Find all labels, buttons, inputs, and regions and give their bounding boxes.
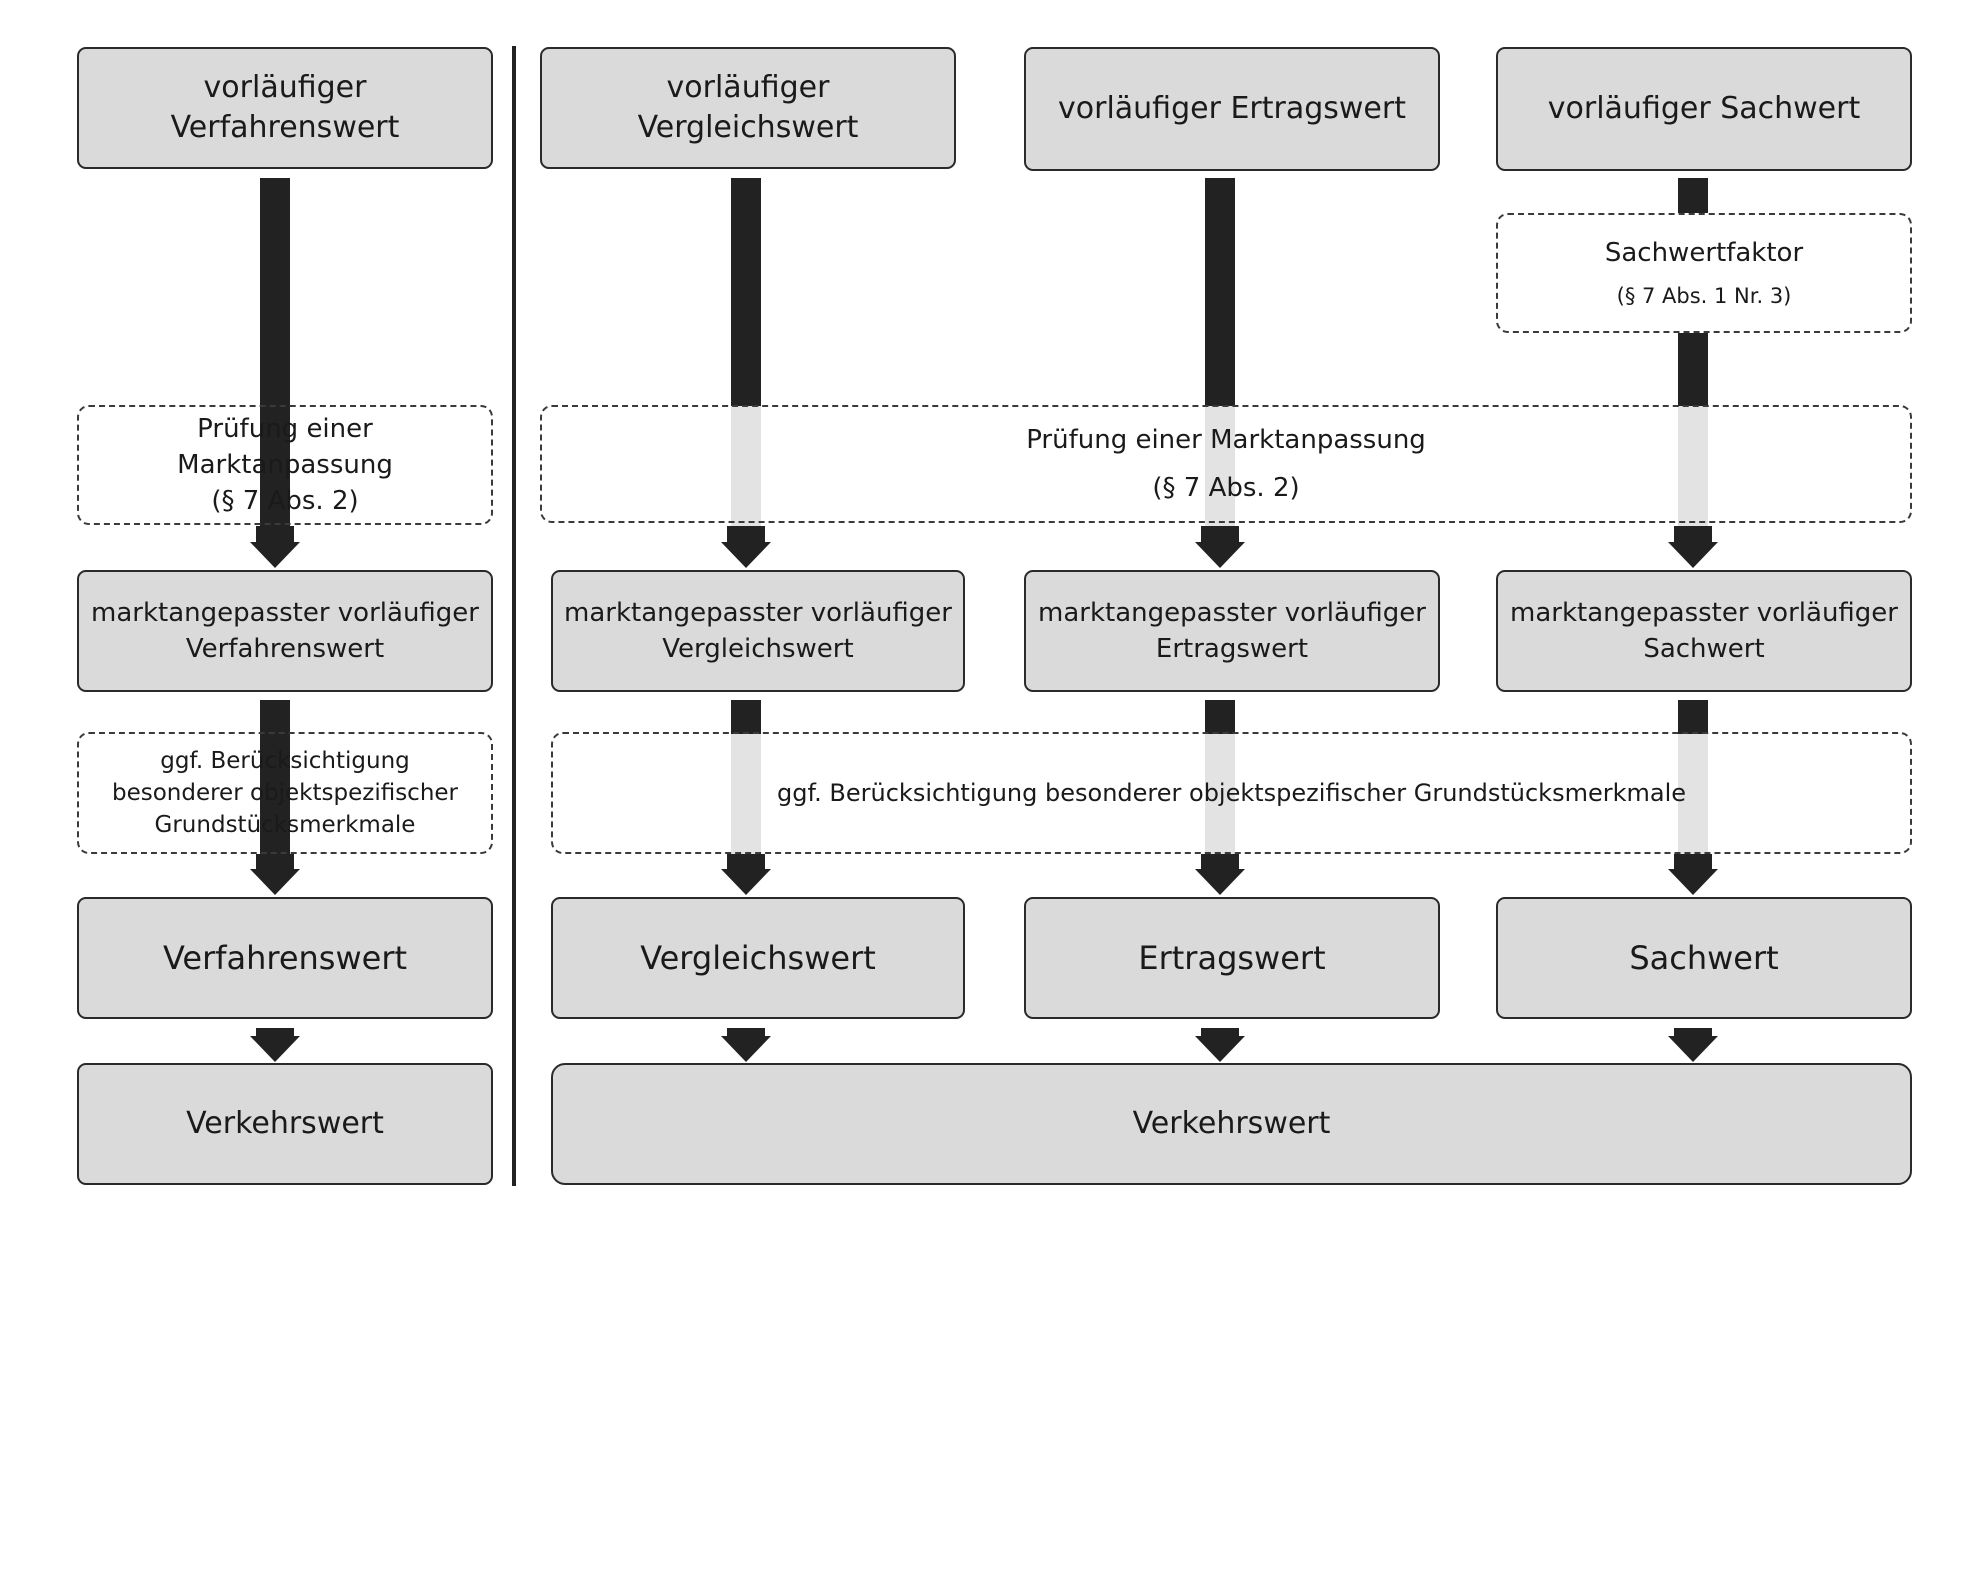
column-divider bbox=[512, 46, 516, 1186]
left-result-label: Verkehrswert bbox=[186, 1106, 384, 1141]
left-adjusted-line1: marktangepasster vorläufiger bbox=[91, 598, 479, 628]
right-start-box-ertrag: vorläufiger Ertragswert bbox=[1024, 47, 1440, 171]
left-arrow1-shaft-faded bbox=[260, 406, 290, 526]
right-adjusted-box-ertrag: marktangepasster vorläufiger Ertragswert bbox=[1024, 570, 1440, 692]
right-adjusted-ertrag-line2: Ertragswert bbox=[1155, 634, 1309, 664]
ertrag-arrow1-shaft-faded bbox=[1205, 406, 1235, 526]
left-special-line2: besonderer objektspezifischer bbox=[111, 780, 459, 806]
left-special-line1: ggf. Berücksichtigung bbox=[160, 748, 410, 774]
left-start-line2: Verfahrenswert bbox=[170, 110, 400, 145]
left-start-box: vorläufiger Verfahrenswert bbox=[77, 47, 493, 169]
right-adjusted-vergleich-line2: Vergleichswert bbox=[662, 634, 854, 664]
ertrag-arrow1-shaft bbox=[1205, 178, 1235, 406]
left-arrow1-neck bbox=[256, 526, 294, 542]
right-value-box-vergleich: Vergleichswert bbox=[551, 897, 965, 1019]
vergleich-arrow2-shaft-faded bbox=[731, 734, 761, 854]
ertrag-arrow3-head bbox=[1195, 1036, 1245, 1062]
right-start-vergleich-line2: Vergleichswert bbox=[637, 110, 859, 145]
left-adjusted-box: marktangepasster vorläufiger Verfahrensw… bbox=[77, 570, 493, 692]
right-check-line1: Prüfung einer Marktanpassung bbox=[1026, 425, 1426, 455]
right-value-ertrag-label: Ertragswert bbox=[1138, 939, 1326, 977]
sach-arrow3-head bbox=[1668, 1036, 1718, 1062]
vergleich-arrow1-neck bbox=[727, 526, 765, 542]
left-arrow2-neck bbox=[256, 854, 294, 870]
right-start-vergleich-line1: vorläufiger bbox=[666, 70, 830, 105]
ertrag-arrow2-shaft-faded bbox=[1205, 734, 1235, 854]
right-check-line2: (§ 7 Abs. 2) bbox=[1152, 473, 1300, 503]
right-value-box-ertrag: Ertragswert bbox=[1024, 897, 1440, 1019]
left-start-line1: vorläufiger bbox=[203, 70, 367, 105]
left-check-line3: (§ 7 Abs. 2) bbox=[211, 486, 359, 516]
ertrag-arrow2-shaft bbox=[1205, 700, 1235, 734]
right-adjusted-sach-line1: marktangepasster vorläufiger bbox=[1510, 598, 1898, 628]
left-arrow1-head bbox=[250, 542, 300, 568]
left-arrow2-shaft-faded bbox=[260, 734, 290, 854]
right-adjusted-ertrag-line1: marktangepasster vorläufiger bbox=[1038, 598, 1426, 628]
sachwertfaktor-box: Sachwertfaktor (§ 7 Abs. 1 Nr. 3) bbox=[1496, 213, 1912, 333]
vergleich-arrow2-head bbox=[721, 869, 771, 895]
right-adjusted-box-vergleich: marktangepasster vorläufiger Vergleichsw… bbox=[551, 570, 965, 692]
left-special-line3: Grundstücksmerkmale bbox=[154, 812, 416, 838]
sachwertfaktor-ref: (§ 7 Abs. 1 Nr. 3) bbox=[1616, 284, 1792, 308]
right-special-box: ggf. Berücksichtigung besonderer objekts… bbox=[551, 732, 1912, 854]
ertrag-arrow1-neck bbox=[1201, 526, 1239, 542]
right-value-sach-label: Sachwert bbox=[1629, 939, 1779, 977]
right-start-ertrag-label: vorläufiger Ertragswert bbox=[1058, 91, 1406, 126]
sach-arrow1-shaft-faded bbox=[1678, 406, 1708, 526]
right-start-box-sach: vorläufiger Sachwert bbox=[1496, 47, 1912, 171]
right-special-label: ggf. Berücksichtigung besonderer objekts… bbox=[777, 778, 1686, 807]
right-adjusted-box-sach: marktangepasster vorläufiger Sachwert bbox=[1496, 570, 1912, 692]
right-result-label: Verkehrswert bbox=[1132, 1106, 1331, 1141]
right-value-vergleich-label: Vergleichswert bbox=[640, 939, 876, 977]
left-arrow2-head bbox=[250, 869, 300, 895]
sach-arrow1-head bbox=[1668, 542, 1718, 568]
right-check-box: Prüfung einer Marktanpassung (§ 7 Abs. 2… bbox=[540, 405, 1912, 523]
vergleich-arrow1-shaft-faded bbox=[731, 406, 761, 526]
sach-arrow2-shaft-faded bbox=[1678, 734, 1708, 854]
right-adjusted-sach-line2: Sachwert bbox=[1643, 634, 1765, 664]
right-start-box-vergleich: vorläufiger Vergleichswert bbox=[540, 47, 956, 169]
right-result-box: Verkehrswert bbox=[551, 1063, 1912, 1185]
sach-arrow2-head bbox=[1668, 869, 1718, 895]
vergleich-arrow2-neck bbox=[727, 854, 765, 870]
right-start-sach-label: vorläufiger Sachwert bbox=[1547, 91, 1861, 126]
left-arrow2-shaft bbox=[260, 700, 290, 734]
left-adjusted-line2: Verfahrenswert bbox=[185, 634, 385, 664]
left-arrow3-head bbox=[250, 1036, 300, 1062]
ertrag-arrow2-neck bbox=[1201, 854, 1239, 870]
left-value-label: Verfahrenswert bbox=[162, 939, 408, 977]
ertrag-arrow2-head bbox=[1195, 869, 1245, 895]
sach-arrow2-shaft bbox=[1678, 700, 1708, 734]
vergleich-arrow1-shaft bbox=[731, 178, 761, 406]
right-adjusted-vergleich-line1: marktangepasster vorläufiger bbox=[564, 598, 952, 628]
left-value-box: Verfahrenswert bbox=[77, 897, 493, 1019]
left-check-line2: Marktanpassung bbox=[177, 450, 393, 480]
left-special-box: ggf. Berücksichtigung besonderer objekts… bbox=[77, 732, 493, 854]
sach-arrow2-neck bbox=[1674, 854, 1712, 870]
sach-arrow1-neck bbox=[1674, 526, 1712, 542]
left-result-box: Verkehrswert bbox=[77, 1063, 493, 1185]
left-check-line1: Prüfung einer bbox=[197, 414, 373, 444]
vergleich-arrow2-shaft bbox=[731, 700, 761, 734]
vergleich-arrow1-head bbox=[721, 542, 771, 568]
left-arrow1-shaft bbox=[260, 178, 290, 406]
left-check-box: Prüfung einer Marktanpassung (§ 7 Abs. 2… bbox=[77, 405, 493, 525]
sachwertfaktor-title: Sachwertfaktor bbox=[1604, 238, 1804, 268]
right-value-box-sach: Sachwert bbox=[1496, 897, 1912, 1019]
ertrag-arrow1-head bbox=[1195, 542, 1245, 568]
vergleich-arrow3-head bbox=[721, 1036, 771, 1062]
